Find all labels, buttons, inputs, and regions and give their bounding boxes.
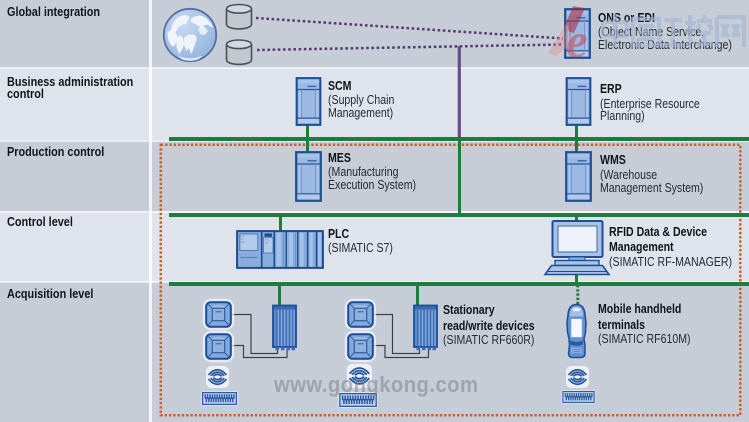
- svg-text:e: e: [566, 13, 588, 68]
